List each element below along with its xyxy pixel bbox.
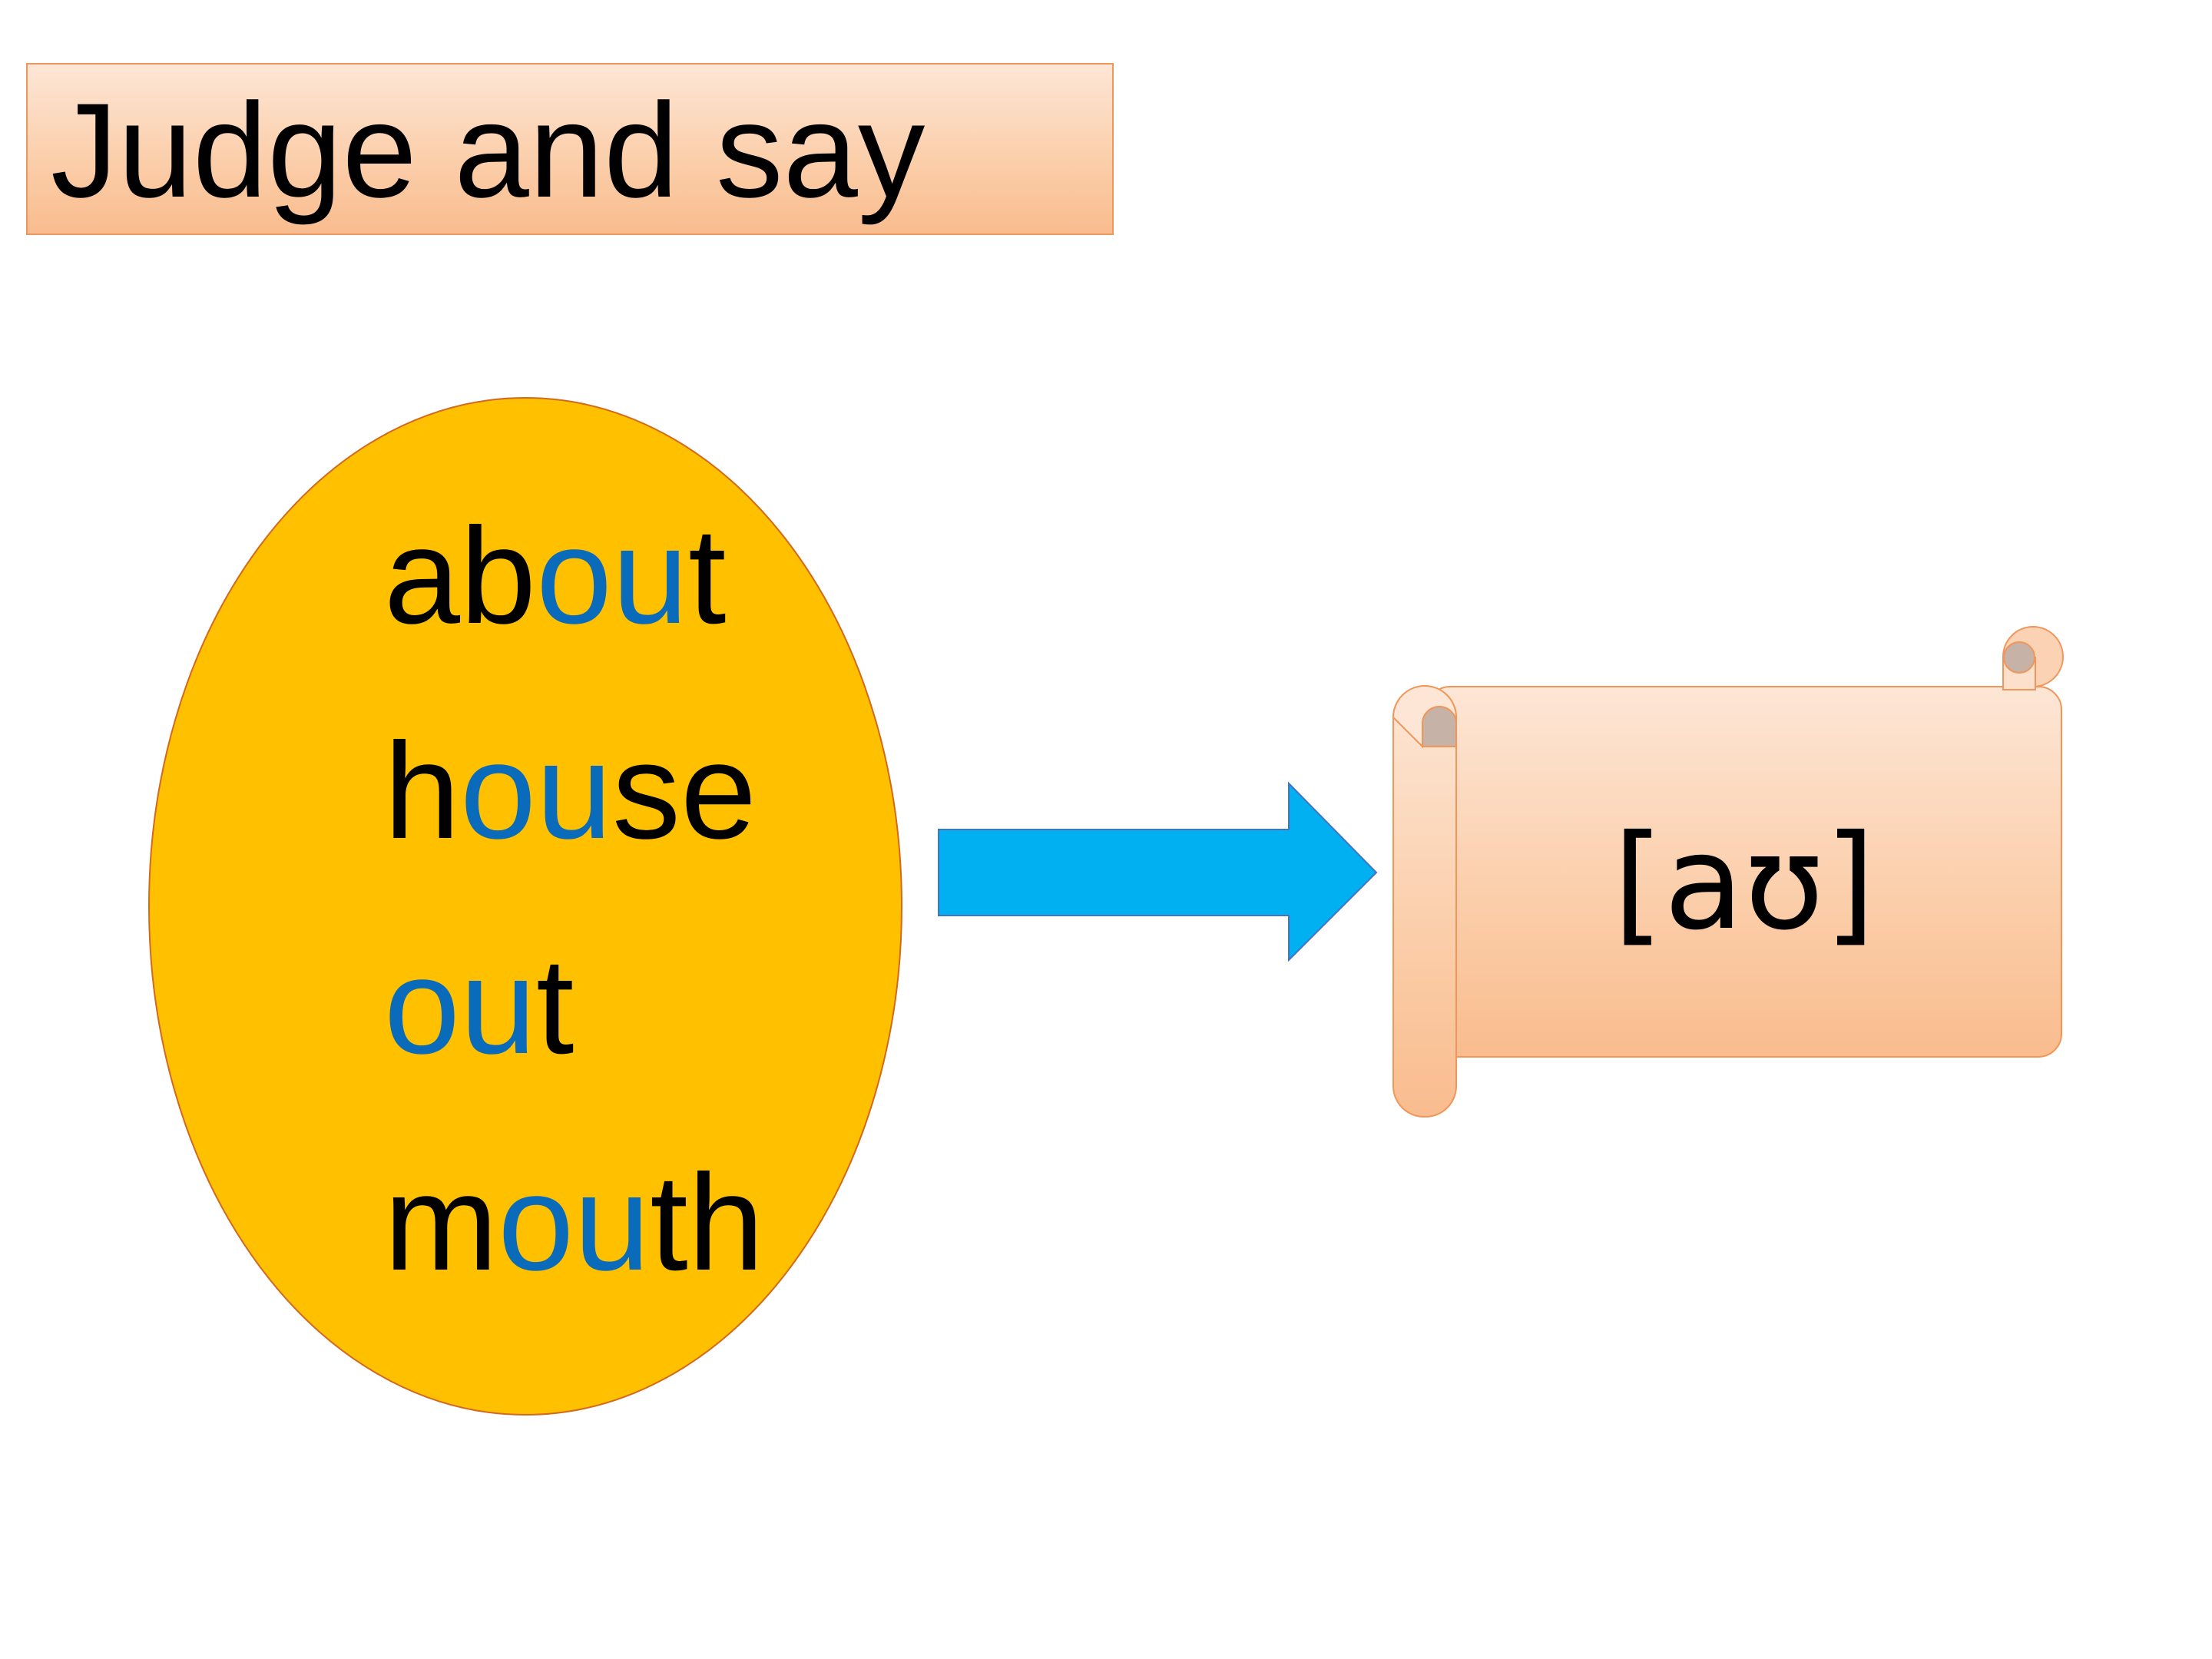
word-item-about: about [384, 507, 726, 645]
word-suffix: t [688, 499, 727, 652]
word-highlight: ou [384, 929, 536, 1082]
word-item-house: house [384, 722, 757, 860]
phonetic-symbol: [aʊ] [1613, 807, 1876, 959]
word-prefix: ab [384, 499, 536, 652]
right-arrow-icon [938, 781, 1378, 962]
word-highlight: ou [536, 499, 688, 652]
word-suffix: th [650, 1146, 764, 1299]
scroll-banner-icon [1392, 626, 2064, 1118]
word-item-out: out [384, 937, 574, 1075]
word-prefix: h [384, 714, 460, 867]
slide-title: Judge and say [51, 76, 926, 226]
word-oval [148, 397, 902, 1416]
word-highlight: ou [460, 714, 612, 867]
word-suffix: se [612, 714, 757, 867]
word-prefix: m [384, 1146, 498, 1299]
word-item-mouth: mouth [384, 1154, 764, 1292]
title-box: Judge and say [26, 63, 1114, 235]
word-suffix: t [536, 929, 575, 1082]
word-highlight: ou [498, 1146, 651, 1299]
